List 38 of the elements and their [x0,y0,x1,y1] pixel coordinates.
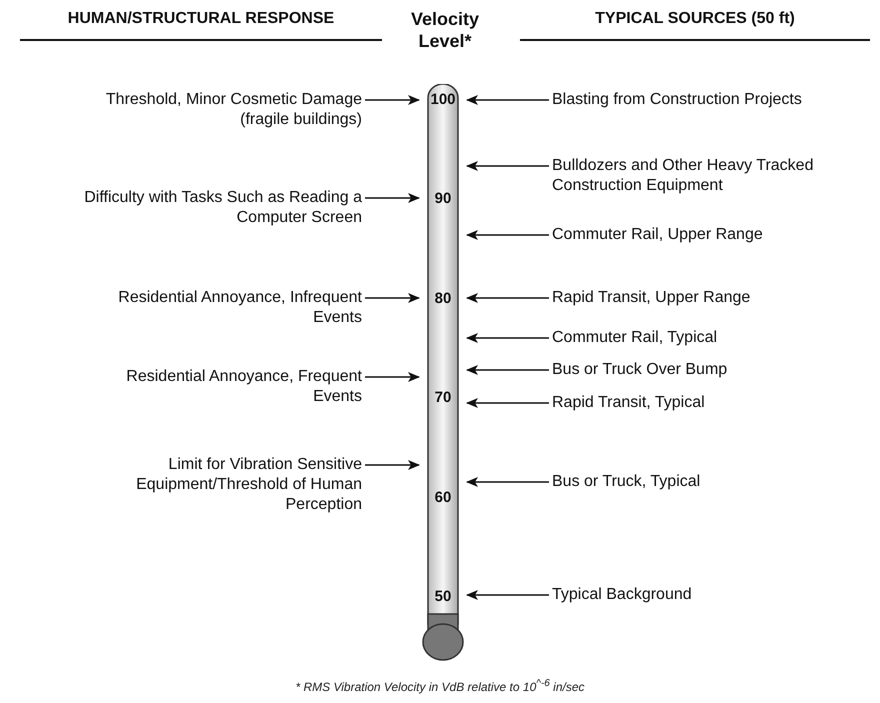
arrow [365,372,420,382]
response-text: Residential Annoyance, Infrequent Events [102,288,362,328]
response-text: Difficulty with Tasks Such as Reading a Computer Screen [62,188,362,228]
source-text: Blasting from Construction Projects [552,90,872,110]
source-text: Bulldozers and Other Heavy Tracked Construction Equipment [552,156,842,196]
arrow [365,95,420,105]
arrow [466,365,549,375]
scale-heading: Velocity Level* [410,8,480,52]
tick-label: 70 [434,389,452,406]
arrow [466,95,549,105]
arrow [365,193,420,203]
source-text: Rapid Transit, Typical [552,393,872,413]
source-text: Commuter Rail, Upper Range [552,225,872,245]
source-text: Commuter Rail, Typical [552,328,872,348]
tick-label: 80 [434,290,452,307]
column-heading: TYPICAL SOURCES (50 ft) [594,10,796,28]
tick-label: 60 [434,488,452,506]
arrow [466,161,549,171]
footnote: * RMS Vibration Velocity in VdB relative to 10$^{^-6}$ in/sec [294,678,586,694]
arrow [466,333,549,343]
source-text: Bus or Truck, Typical [552,472,872,492]
source-text: Typical Background [552,585,872,605]
tick-label: 90 [434,190,452,208]
arrow [466,293,549,303]
arrow [466,590,549,600]
column-heading: HUMAN/STRUCTURAL RESPONSE [66,10,336,28]
arrow [466,477,549,487]
arrow [466,230,549,240]
arrow [365,293,420,303]
response-text: Threshold, Minor Cosmetic Damage (fragile buildings) [62,90,362,130]
tick-label: 50 [434,588,452,605]
response-text: Limit for Vibration Sensitive Equipment/Threshold of Human Perception [62,455,362,515]
arrow [466,398,549,408]
response-text: Residential Annoyance, Frequent Events [112,367,362,407]
tick-label: 100 [429,91,457,108]
source-text: Bus or Truck Over Bump [552,360,872,380]
source-text: Rapid Transit, Upper Range [552,288,872,308]
arrow [365,460,420,470]
